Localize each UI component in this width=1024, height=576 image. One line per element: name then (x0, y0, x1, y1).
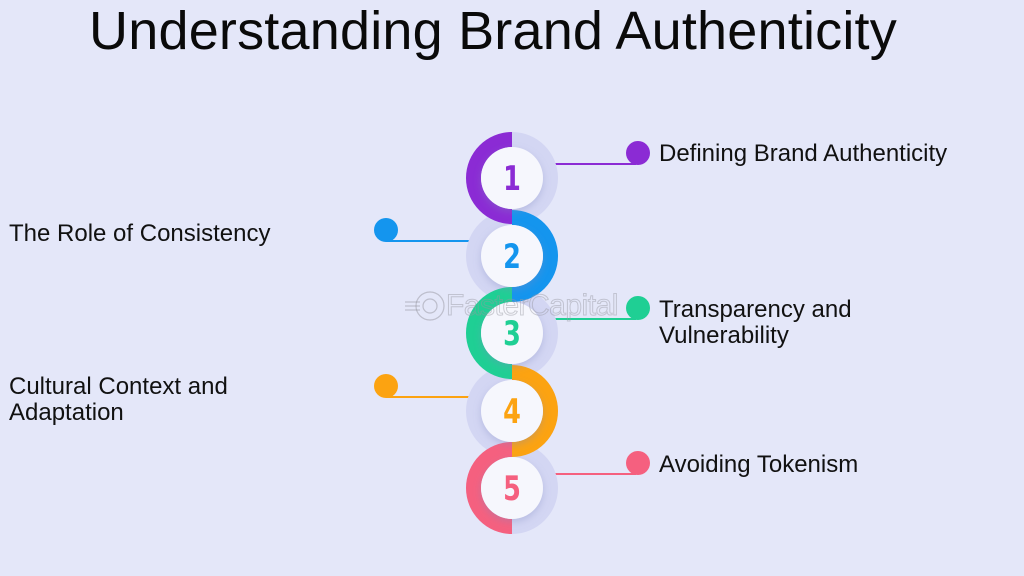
bullet-dot-4 (374, 374, 398, 398)
bullet-dot-5 (626, 451, 650, 475)
ring-arc-2 (512, 210, 558, 302)
page-title: Understanding Brand Authenticity (89, 1, 897, 61)
ring-arc-1 (466, 132, 512, 224)
watermark-text: FasterCapital (446, 289, 619, 323)
step-label-5: Avoiding Tokenism (659, 451, 859, 478)
step-label-3-line1: Transparency and (659, 296, 852, 323)
connector-lines (386, 163, 636, 475)
step-label-1: Defining Brand Authenticity (659, 140, 948, 167)
step-label-4: Cultural Context and Adaptation (9, 374, 228, 426)
watermark-gear-icon (405, 291, 445, 321)
step-label-4-line2: Adaptation (9, 399, 124, 426)
ring-arc-4 (512, 365, 558, 457)
bullet-dot-3 (626, 296, 650, 320)
ring-arc-5 (466, 442, 512, 534)
bullet-dot-2 (374, 218, 398, 242)
step-number-5: 5 (503, 469, 521, 509)
bullet-dot-1 (626, 141, 650, 165)
step-number-2: 2 (503, 237, 521, 277)
ring-arc-3 (466, 287, 512, 379)
step-number-1: 1 (503, 159, 521, 199)
ring-arcs (466, 132, 558, 534)
step-number-3: 3 (503, 314, 521, 354)
step-number-4: 4 (503, 392, 521, 432)
bullet-dots (374, 141, 650, 475)
step-label-3-line2: Vulnerability (659, 322, 789, 349)
step-label-2: The Role of Consistency (9, 220, 271, 247)
step-label-4-line1: Cultural Context and (9, 373, 228, 400)
step-label-3: Transparency and Vulnerability (659, 297, 852, 349)
number-discs (481, 147, 543, 519)
